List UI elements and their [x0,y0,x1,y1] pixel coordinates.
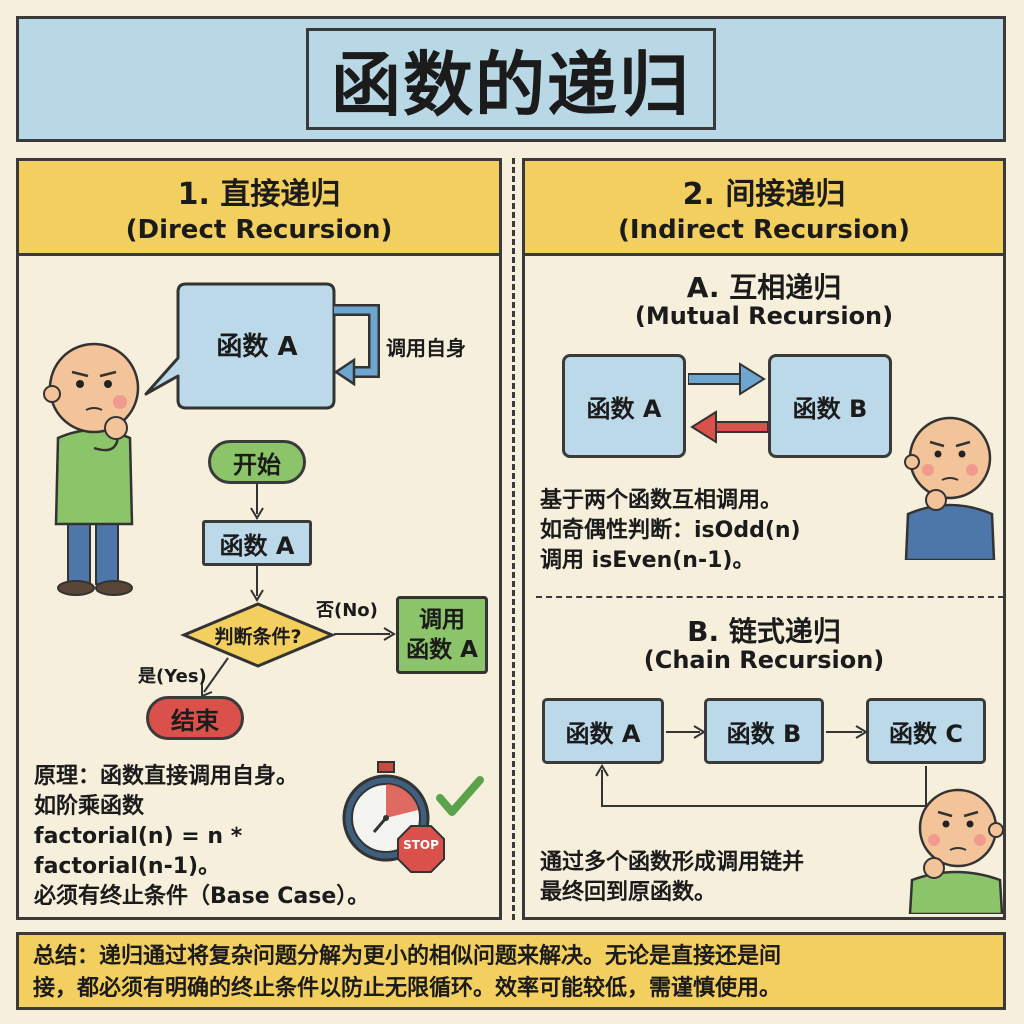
chain-recursion-description: 通过多个函数形成调用链并 最终回到原函数。 [540,848,900,908]
chain-recursion-subtitle: (Chain Recursion) [524,646,1004,674]
thinking-person-icon [900,404,1000,560]
indirect-recursion-subheading: (Indirect Recursion) [618,215,910,245]
stop-sign-text: STOP [396,838,446,852]
direct-recursion-heading: 1. 直接递归 [178,169,341,213]
description-line: 调用 isEven(n-1)。 [540,546,900,576]
panel-divider [512,158,515,920]
page-title: 函数的递归 [306,28,716,130]
flow-end-node: 结束 [146,696,244,740]
flow-no-arrow [334,622,398,642]
mutual-recursion-subtitle: (Mutual Recursion) [524,302,1004,330]
thinking-person-icon [908,780,1004,914]
summary-box: 总结：递归通过将复杂问题分解为更小的相似问题来解决。无论是直接还是间 接，都必须… [16,932,1006,1010]
self-call-label: 调用自身 [386,332,466,361]
mutual-call-arrows [688,360,768,450]
flow-arrow-1 [250,484,264,520]
mutual-function-a-box: 函数 A [562,354,686,458]
mutual-function-b-box: 函数 B [768,354,892,458]
flow-start-node: 开始 [208,440,306,484]
mutual-recursion-description: 基于两个函数互相调用。 如奇偶性判断：isOdd(n) 调用 isEven(n-… [540,486,900,576]
self-call-function-box: 函数 A [180,326,334,363]
summary-line: 总结：递归通过将复杂问题分解为更小的相似问题来解决。无论是直接还是间 [33,941,989,973]
summary-line: 接，都必须有明确的终止条件以防止无限循环。效率可能较低，需谨慎使用。 [33,973,989,1005]
indirect-recursion-header: 2. 间接递归 (Indirect Recursion) [525,161,1003,256]
description-line: 通过多个函数形成调用链并 [540,848,900,878]
flow-decision-label: 判断条件? [180,622,336,649]
self-call-loop-arrow [330,298,390,398]
flow-arrow-2 [250,566,264,602]
flow-no-label: 否(No) [316,596,378,622]
direct-recursion-subheading: (Direct Recursion) [126,215,393,245]
direct-recursion-header: 1. 直接递归 (Direct Recursion) [19,161,499,256]
flow-yes-label: 是(Yes) [138,662,207,688]
title-banner: 函数的递归 [16,16,1006,142]
mutual-recursion-title: A. 互相递归 [524,266,1004,306]
description-line: 基于两个函数互相调用。 [540,486,900,516]
flow-function-node: 函数 A [202,520,312,566]
description-line: 最终回到原函数。 [540,878,900,908]
thinking-person-icon [34,338,154,600]
explanation-line: 必须有终止条件（Base Case）。 [34,882,434,912]
flow-call-function-node: 调用 函数 A [396,596,488,674]
description-line: 如奇偶性判断：isOdd(n) [540,516,900,546]
section-divider [536,596,1004,598]
indirect-recursion-heading: 2. 间接递归 [683,169,846,213]
chain-recursion-title: B. 链式递归 [524,610,1004,650]
